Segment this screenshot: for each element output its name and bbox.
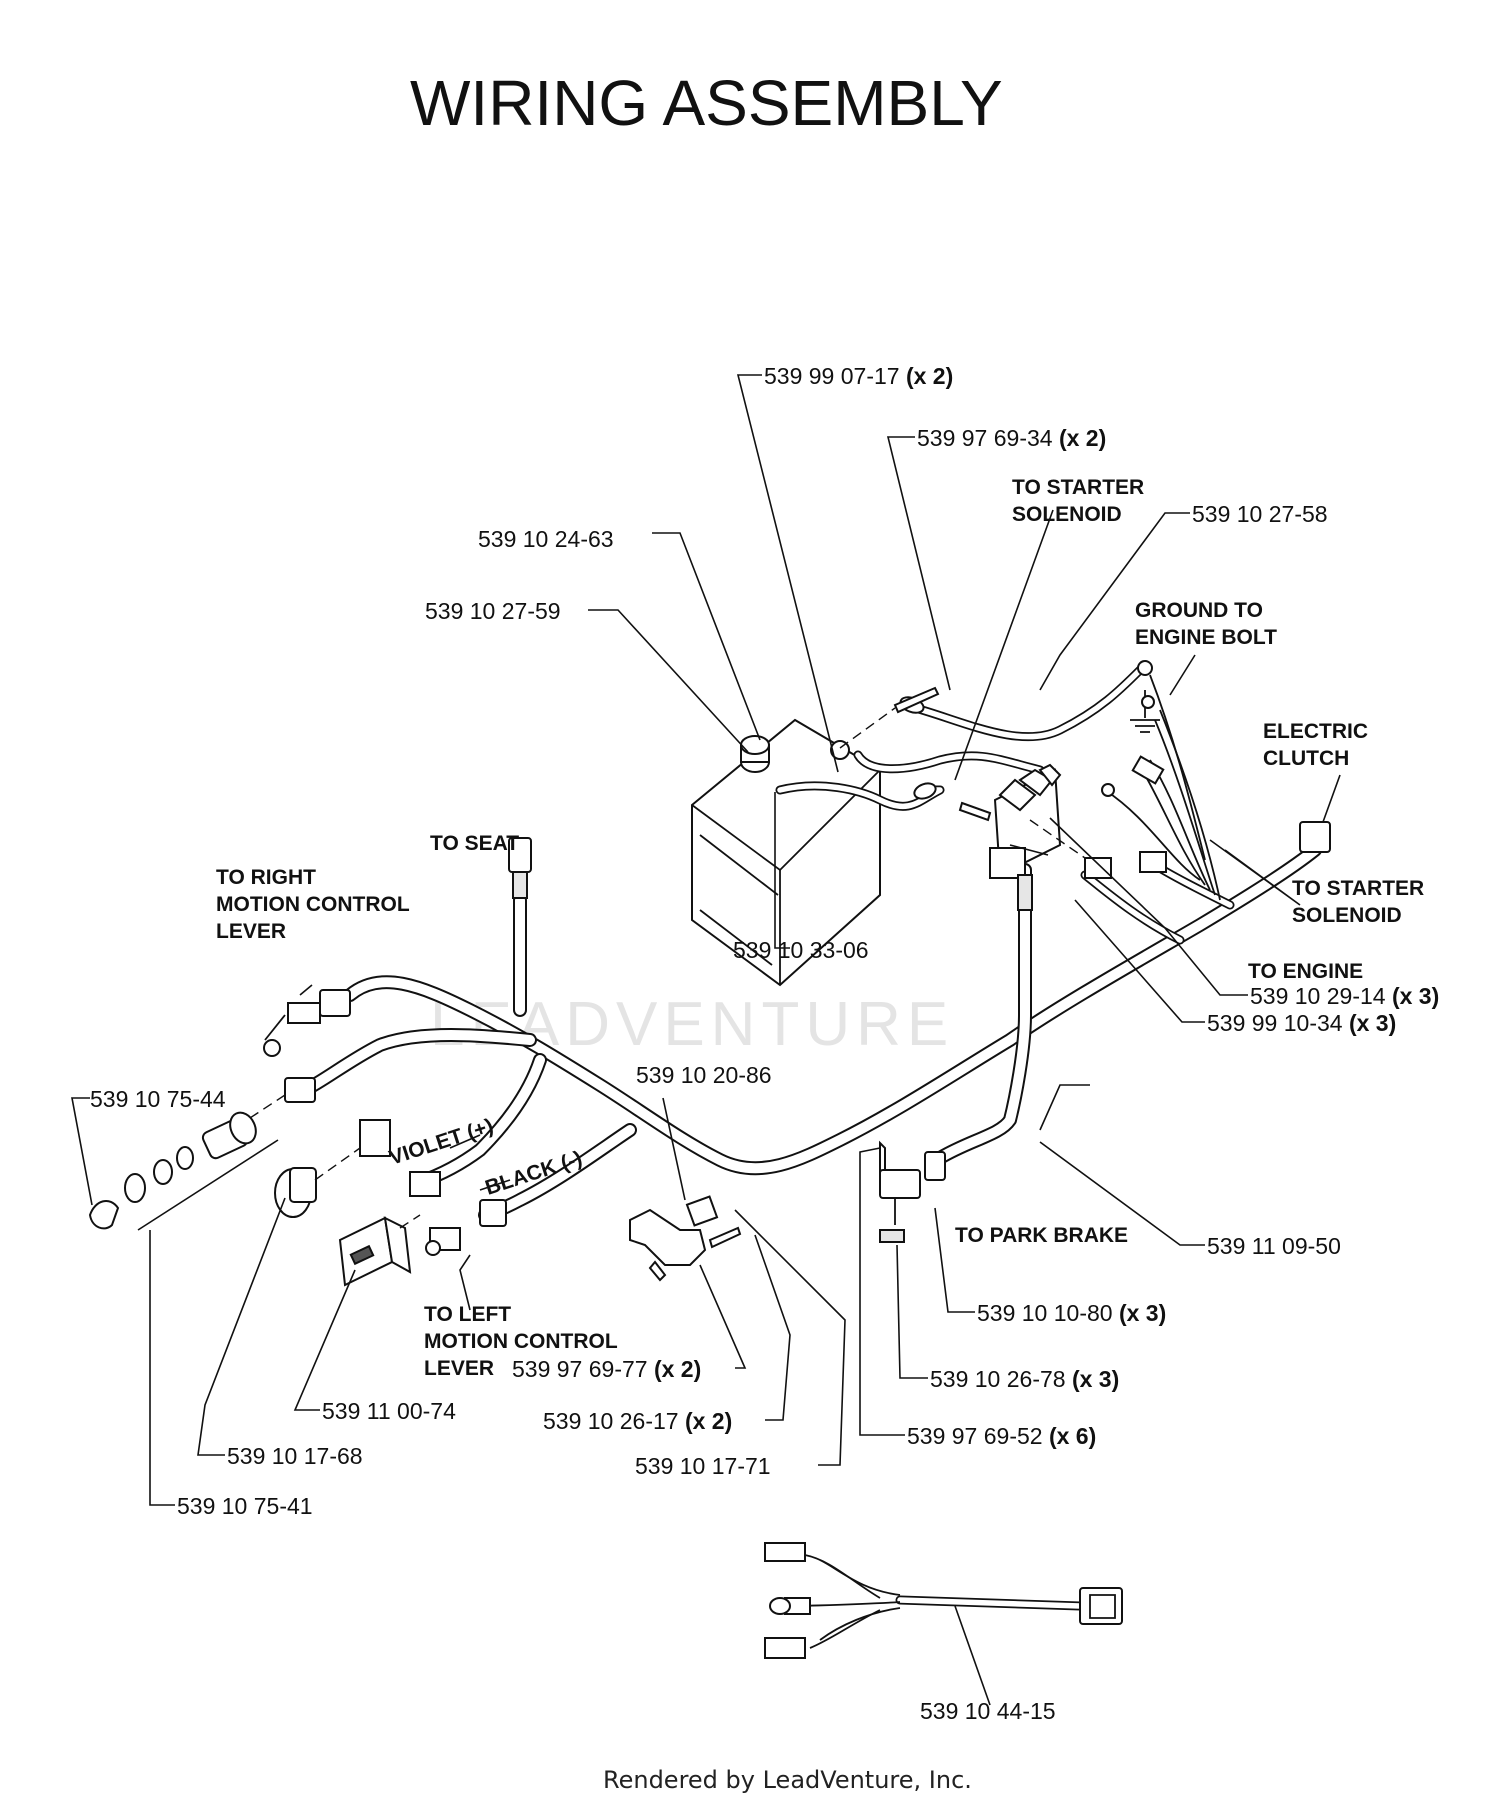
- violet-connector-lower: [409, 1171, 441, 1197]
- ignition-harness-connector: [284, 1077, 316, 1103]
- callout-539-10-27-59: 539 10 27-59: [425, 598, 561, 624]
- label-to-left-motion-control-lever: TO LEFT MOTION CONTROL LEVER: [424, 1303, 623, 1380]
- solenoid-terminal-connector: [1131, 755, 1165, 785]
- callout-539-10-75-44: 539 10 75-44: [90, 1086, 226, 1112]
- callout-539-10-33-06: 539 10 33-06: [733, 937, 869, 963]
- callout-539-97-69-52: 539 97 69-52 (x 6): [907, 1423, 1096, 1449]
- engine-connector-2: [1139, 851, 1167, 873]
- relay-block: [958, 763, 1086, 911]
- callout-539-10-29-14: 539 10 29-14 (x 3): [1250, 983, 1439, 1009]
- solenoid-ring-terminal: [1101, 783, 1115, 797]
- label-to-starter-solenoid-right: TO STARTER SOLENOID: [1292, 877, 1430, 927]
- callout-539-10-75-41: 539 10 75-41: [177, 1493, 313, 1519]
- right-motion-switch: [287, 1002, 321, 1024]
- page-title: WIRING ASSEMBLY: [410, 67, 1003, 139]
- callout-539-97-69-34: 539 97 69-34 (x 2): [917, 425, 1106, 451]
- label-to-park-brake: TO PARK BRAKE: [955, 1224, 1128, 1247]
- callout-539-11-00-74: 539 11 00-74: [322, 1398, 456, 1424]
- electric-clutch-connector: [1299, 821, 1331, 853]
- leader-lines: [71, 374, 1341, 1706]
- callout-539-10-26-78: 539 10 26-78 (x 3): [930, 1366, 1119, 1392]
- sub-harness-539-10-44-15: [764, 1542, 1123, 1659]
- left-motion-switch-plunger: [425, 1240, 441, 1256]
- seat-lead-sleeve: [512, 871, 528, 899]
- footer-credit: Rendered by LeadVenture, Inc.: [603, 1766, 972, 1794]
- callout-539-10-17-68: 539 10 17-68: [227, 1443, 363, 1469]
- ignition-assembly: [88, 1094, 421, 1287]
- callout-539-99-07-17: 539 99 07-17 (x 2): [764, 363, 953, 389]
- engine-connector-1: [1084, 857, 1112, 879]
- callout-539-10-10-80: 539 10 10-80 (x 3): [977, 1300, 1166, 1326]
- callout-labels: 539 99 07-17 (x 2) 539 97 69-34 (x 2) 53…: [90, 363, 1439, 1724]
- callout-539-10-20-86: 539 10 20-86: [636, 1062, 772, 1088]
- label-to-seat: TO SEAT: [430, 832, 519, 855]
- black-connector: [479, 1199, 507, 1227]
- violet-connector-upper: [359, 1119, 391, 1157]
- right-motion-connector: [319, 989, 351, 1017]
- label-to-engine: TO ENGINE: [1248, 960, 1363, 983]
- label-to-starter-solenoid-top: TO STARTER SOLENOID: [1012, 476, 1150, 526]
- label-to-right-motion-control-lever: TO RIGHT MOTION CONTROL LEVER: [216, 866, 415, 943]
- callout-539-11-09-50: 539 11 09-50: [1207, 1233, 1341, 1259]
- label-ground-to-engine-bolt: GROUND TO ENGINE BOLT: [1135, 599, 1277, 649]
- callout-539-10-24-63: 539 10 24-63: [478, 526, 614, 552]
- deck-switch-bracket: [629, 1195, 742, 1282]
- ignition-key-icon: [88, 1199, 120, 1230]
- callout-539-10-17-71: 539 10 17-71: [635, 1453, 771, 1479]
- callout-539-10-44-15: 539 10 44-15: [920, 1698, 1056, 1724]
- right-motion-switch-plunger: [263, 1039, 281, 1057]
- battery-cables: [775, 660, 1206, 861]
- callout-539-99-10-34: 539 99 10-34 (x 3): [1207, 1010, 1396, 1036]
- main-harness: [263, 709, 1331, 1256]
- callout-539-10-27-58: 539 10 27-58: [1192, 501, 1328, 527]
- callout-539-10-26-17: 539 10 26-17 (x 2): [543, 1408, 732, 1434]
- callout-539-97-69-77: 539 97 69-77 (x 2): [512, 1356, 701, 1382]
- ground-symbol-icon: [1130, 690, 1160, 733]
- park-brake-switch: [879, 1140, 946, 1243]
- label-electric-clutch: ELECTRIC CLUTCH: [1263, 720, 1374, 770]
